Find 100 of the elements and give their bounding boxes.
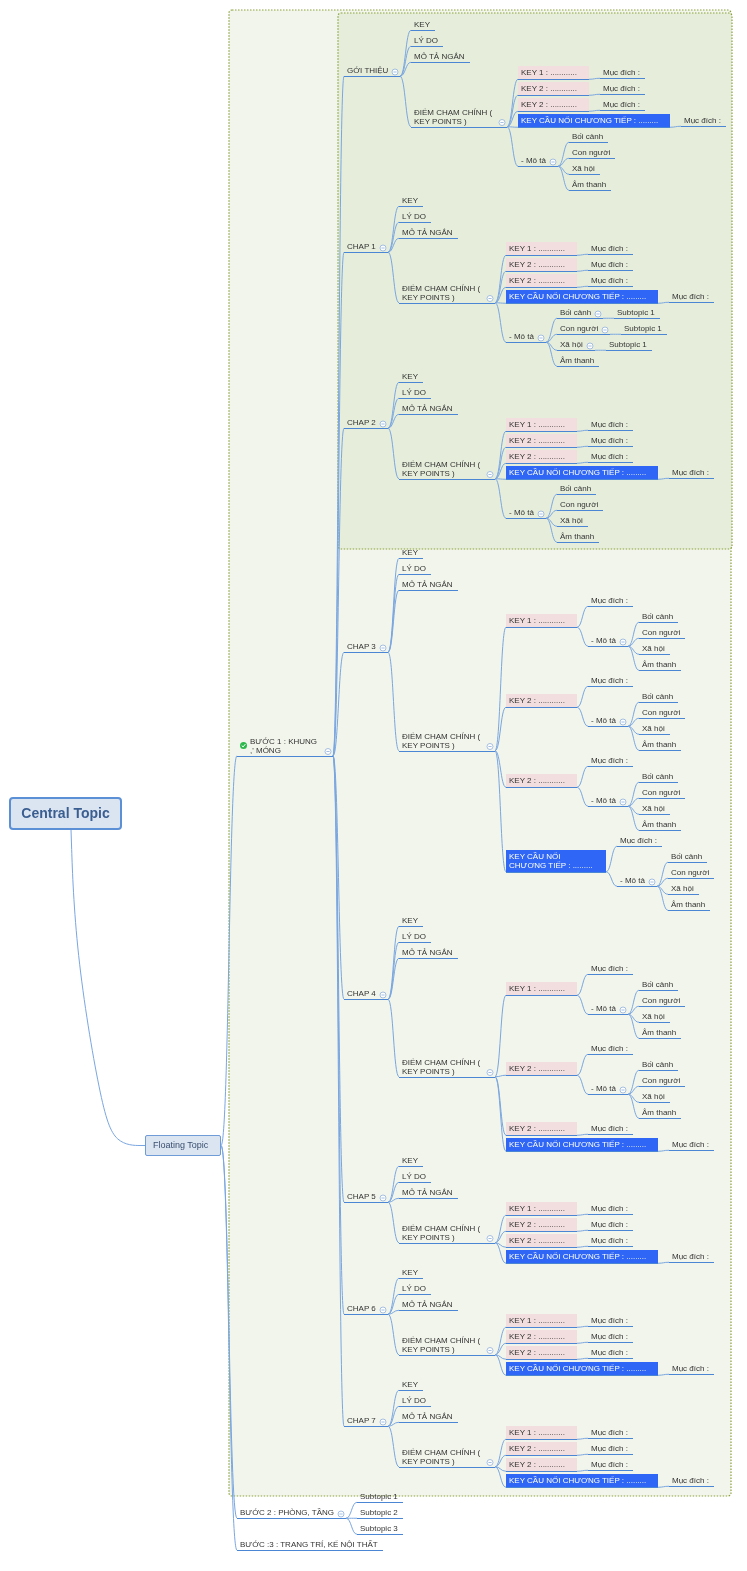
- topic-label: BƯỚC 1 : KHUNG ,' MÓNG: [237, 735, 333, 757]
- topic-label: Subtopic 1: [606, 339, 652, 351]
- connector-line: [576, 994, 589, 1015]
- topic-label: Mục đích :: [617, 835, 662, 847]
- key-point-label: KEY 1 : ............: [518, 66, 589, 80]
- key-point-label: KEY 2 : ............: [506, 1218, 577, 1232]
- topic-label: Âm thanh: [639, 1107, 682, 1119]
- topic-label: Mục đích :: [681, 115, 726, 127]
- connector-line: [576, 786, 589, 807]
- connector-line: [594, 349, 607, 351]
- topic-label: Con người: [639, 627, 686, 639]
- topic-label: Con người: [668, 867, 715, 879]
- connector-line: [545, 333, 558, 343]
- connector-line: [627, 725, 640, 735]
- topic-label: LÝ DO: [411, 35, 443, 47]
- topic-label: Mục đích :: [669, 291, 714, 303]
- connector-line: [627, 717, 640, 727]
- connector-line: [332, 755, 345, 1427]
- connector-line: [387, 589, 400, 653]
- topic-label: Mục đích :: [600, 99, 645, 111]
- connector-line: [545, 317, 558, 343]
- connector-line: [576, 973, 589, 996]
- topic-label: Mục đích :: [588, 595, 633, 607]
- topic-label: MÔ TẢ NGẮN: [399, 1411, 458, 1423]
- key-point-label: KEY 1 : ............: [506, 1314, 577, 1328]
- connector-line: [494, 1076, 507, 1136]
- topic-label: Mục đích :: [669, 1251, 714, 1263]
- topic-label: Âm thanh: [557, 355, 600, 367]
- bridge-key-label: KEY CẦU NỐI CHƯƠNG TIẾP : .........: [506, 1250, 659, 1264]
- connector-line: [576, 253, 589, 256]
- topic-label: Âm thanh: [639, 659, 682, 671]
- connector-line: [602, 317, 615, 319]
- topic-label: Subtopic 1: [621, 323, 667, 335]
- key-point-label: KEY 2 : ............: [506, 1458, 577, 1472]
- topic-label: KEY: [399, 1155, 423, 1167]
- connector-line: [345, 1501, 358, 1519]
- topic-label: Xã hội: [569, 163, 600, 175]
- topic-label: MÔ TẢ NGẮN: [399, 227, 458, 239]
- topic-label: KEY: [399, 1379, 423, 1391]
- connector-line: [506, 94, 519, 128]
- connector-line: [494, 302, 507, 304]
- floating-topic-box: Floating Topic: [145, 1135, 222, 1156]
- topic-label: - Mô tả: [588, 1003, 628, 1015]
- connector-line: [387, 1309, 400, 1315]
- topic-label: - Mô tả: [617, 875, 657, 887]
- key-point-label: KEY 2 : ............: [506, 450, 577, 464]
- topic-label: Mục đích :: [588, 755, 633, 767]
- connector-line: [494, 1214, 507, 1244]
- connector-line: [494, 626, 507, 752]
- topic-label: ĐIỂM CHẠM CHÍNH ( KEY POINTS ): [399, 730, 495, 752]
- connector-line: [627, 805, 640, 831]
- connector-line: [576, 605, 589, 628]
- topic-label: ĐIỂM CHẠM CHÍNH ( KEY POINTS ): [399, 1446, 495, 1468]
- connector-line: [576, 1437, 589, 1440]
- connector-line: [627, 805, 640, 815]
- connector-line: [387, 237, 400, 253]
- connector-line: [494, 462, 507, 480]
- topic-label: KEY: [399, 371, 423, 383]
- key-point-label: KEY 2 : ............: [506, 1234, 577, 1248]
- connector-line: [494, 446, 507, 480]
- topic-label: BƯỚC :3 : TRANG TRÍ, KẾ NỘI THẤT: [237, 1539, 383, 1551]
- connector-line: [399, 61, 412, 77]
- topic-label: LÝ DO: [399, 1395, 431, 1407]
- topic-label: Mục đích :: [600, 83, 645, 95]
- connector-line: [70, 829, 146, 1146]
- topic-label: Bối cảnh: [639, 771, 679, 783]
- connector-line: [588, 93, 601, 96]
- central-topic-box: Central Topic: [9, 796, 122, 830]
- connector-line: [605, 845, 618, 873]
- topic-label: Mục đích :: [669, 1363, 714, 1375]
- topic-label: Bối cảnh: [639, 691, 679, 703]
- connector-line: [494, 1074, 507, 1078]
- topic-label: - Mô tả: [588, 795, 628, 807]
- connector-line: [506, 126, 519, 128]
- connector-line: [588, 77, 601, 80]
- connector-line: [576, 626, 589, 647]
- topic-label: KEY: [399, 195, 423, 207]
- topic-label: Mục đích :: [669, 467, 714, 479]
- topic-label: Âm thanh: [639, 739, 682, 751]
- connector-line: [627, 725, 640, 751]
- connector-line: [545, 341, 558, 351]
- topic-label: Mục đích :: [588, 1427, 633, 1439]
- topic-label: Con người: [639, 995, 686, 1007]
- connector-line: [545, 517, 558, 527]
- connector-line: [576, 1053, 589, 1076]
- connector-line: [605, 871, 618, 887]
- topic-label: Xã hội: [639, 1091, 670, 1103]
- connector-line: [494, 1242, 507, 1264]
- connector-line: [494, 1466, 507, 1472]
- topic-label: Mục đích :: [588, 1347, 633, 1359]
- topic-label: - Mô tả: [588, 635, 628, 647]
- connector-line: [220, 755, 238, 1146]
- connector-line: [588, 109, 601, 112]
- connector-line: [576, 685, 589, 708]
- connector-line: [627, 797, 640, 807]
- connector-line: [576, 1357, 589, 1360]
- connector-line: [557, 157, 570, 167]
- connector-line: [557, 141, 570, 167]
- connector-line: [494, 1354, 507, 1376]
- connector-line: [627, 701, 640, 727]
